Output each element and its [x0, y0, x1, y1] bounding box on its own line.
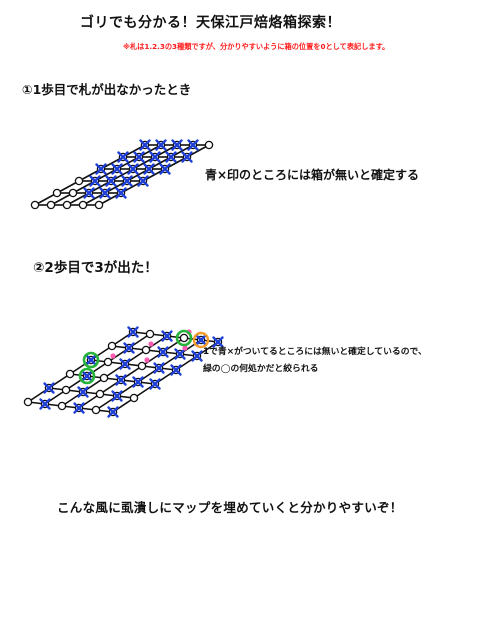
- x-mark-icon: [132, 376, 144, 388]
- grid-node: [137, 361, 147, 371]
- x-mark-icon: [111, 163, 123, 175]
- x-mark-icon: [195, 334, 207, 346]
- pink-marker-icon: [182, 345, 188, 351]
- x-mark-icon: [191, 350, 203, 362]
- grid-node: [95, 389, 105, 399]
- step2-grid-map: [23, 326, 224, 418]
- x-mark-icon: [187, 139, 199, 151]
- x-mark-icon: [117, 151, 129, 163]
- x-mark-icon: [153, 362, 165, 374]
- step1-result-text: 青×印のところには箱が無いと確定する: [205, 168, 420, 182]
- grid-nodes: [23, 327, 223, 417]
- step2-result-line2: 緑の◯の何処かだと絞られる: [203, 364, 319, 374]
- x-mark-icon: [43, 382, 55, 394]
- x-mark-icon: [77, 386, 89, 398]
- x-mark-icon: [157, 346, 169, 358]
- x-mark-icon: [81, 370, 93, 382]
- x-mark-icon: [170, 364, 182, 376]
- grid-node: [46, 200, 56, 210]
- notice-text: ※札は1.2.3の3種類ですが、分かりやすいように箱の位置を0として表記します。: [123, 42, 390, 51]
- step2-result-line1: 1で青×がついてるところには無いと確定しているので、: [203, 347, 427, 357]
- x-mark-icon: [111, 390, 123, 402]
- pink-marker-icon: [144, 357, 150, 363]
- grid-node: [62, 200, 72, 210]
- grid-node: [57, 401, 67, 411]
- circle-icon: [82, 351, 100, 369]
- x-mark-icon: [212, 336, 224, 348]
- step1-grid-map: [30, 139, 214, 210]
- grid-node: [91, 405, 101, 415]
- x-mark-icon: [149, 151, 161, 163]
- grid-node: [74, 176, 84, 186]
- conclusion-text: こんな風に虱潰しにマップを埋めていくと分かりやすいぞ！: [57, 500, 403, 515]
- blue-cross-marks: [83, 139, 199, 199]
- x-mark-icon: [119, 358, 131, 370]
- x-mark-icon: [95, 163, 107, 175]
- circle-icon: [78, 367, 96, 385]
- pink-marker-icon: [148, 341, 154, 347]
- x-mark-icon: [139, 139, 151, 151]
- grid-node: [52, 188, 62, 198]
- pink-marker-icon: [110, 353, 116, 359]
- blue-cross-marks: [39, 326, 224, 418]
- grid-node: [107, 341, 117, 351]
- page-title: ゴリでも分かる！天保江戸焙烙箱探索！: [80, 15, 341, 31]
- grid-node: [204, 140, 214, 150]
- green-circles: [78, 329, 210, 385]
- circle-icon: [175, 329, 193, 347]
- x-mark-icon: [127, 326, 139, 338]
- x-mark-icon: [115, 187, 127, 199]
- x-mark-icon: [121, 175, 133, 187]
- x-mark-icon: [123, 342, 135, 354]
- x-mark-icon: [127, 163, 139, 175]
- grid-node: [179, 333, 189, 343]
- x-mark-icon: [107, 406, 119, 418]
- step1-heading: ①1歩目で札が出なかったとき: [22, 82, 192, 97]
- x-mark-icon: [99, 187, 111, 199]
- grid-node: [94, 200, 104, 210]
- orange-circle-icon: [192, 331, 210, 349]
- x-mark-icon: [165, 151, 177, 163]
- step2-heading: ②2歩目で3が出た！: [33, 260, 158, 276]
- x-mark-icon: [143, 163, 155, 175]
- x-mark-icon: [171, 139, 183, 151]
- grid-node: [103, 357, 113, 367]
- grid-node: [78, 200, 88, 210]
- x-mark-icon: [83, 187, 95, 199]
- x-mark-icon: [159, 163, 171, 175]
- grid-node: [145, 329, 155, 339]
- x-mark-icon: [133, 151, 145, 163]
- x-mark-icon: [39, 398, 51, 410]
- grid-node: [99, 373, 109, 383]
- x-mark-icon: [181, 151, 193, 163]
- x-mark-icon: [89, 175, 101, 187]
- grid-node: [23, 397, 33, 407]
- x-mark-icon: [161, 330, 173, 342]
- x-mark-icon: [174, 348, 186, 360]
- x-mark-icon: [137, 175, 149, 187]
- x-mark-icon: [73, 402, 85, 414]
- x-mark-icon: [85, 354, 97, 366]
- x-mark-icon: [105, 175, 117, 187]
- grid-node: [30, 200, 40, 210]
- x-mark-icon: [115, 374, 127, 386]
- grid-node: [65, 369, 75, 379]
- grid-node: [68, 188, 78, 198]
- x-mark-icon: [155, 139, 167, 151]
- grid-node: [129, 393, 139, 403]
- x-mark-icon: [149, 378, 161, 390]
- grid-node: [141, 345, 151, 355]
- grid-node: [61, 385, 71, 395]
